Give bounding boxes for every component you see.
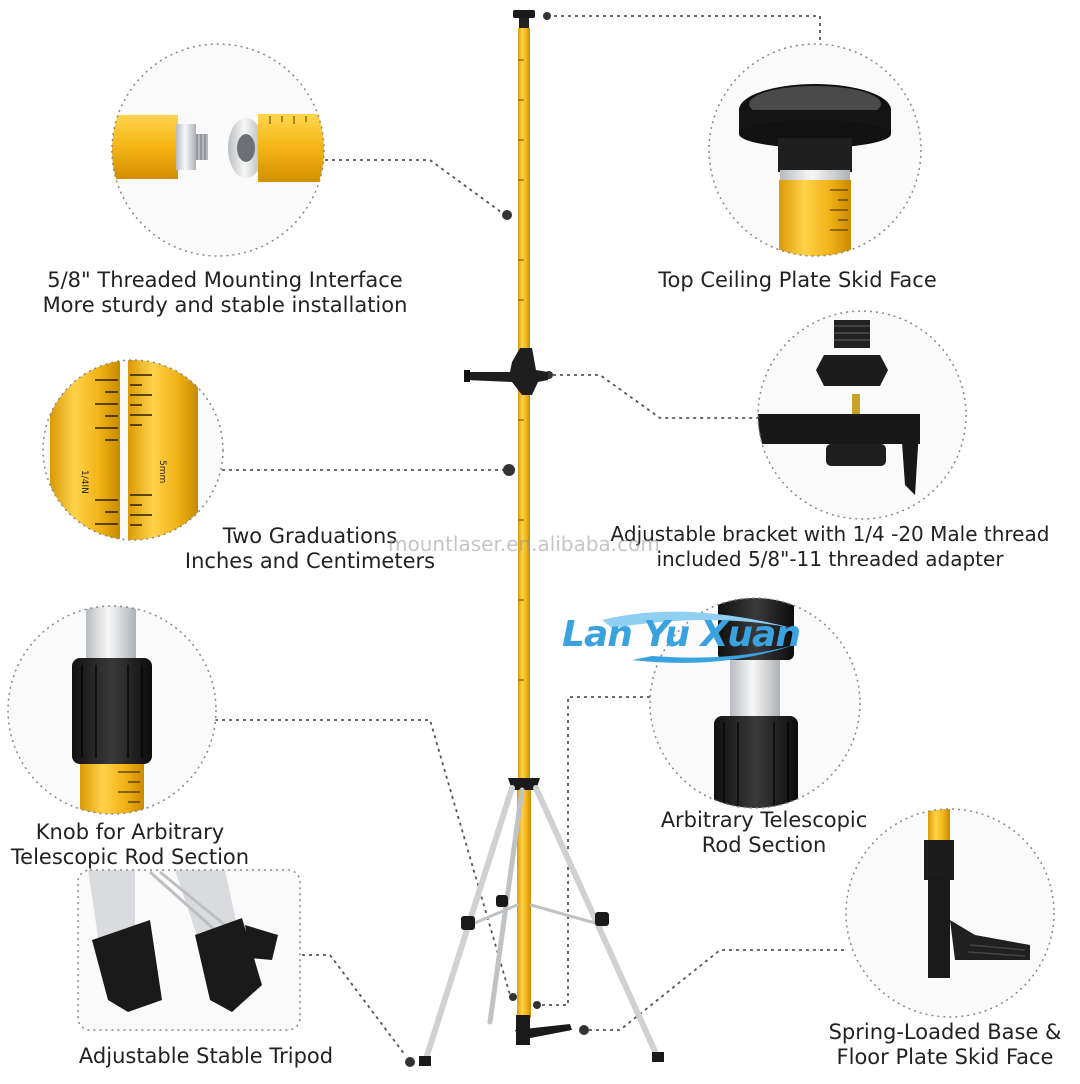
telescopic-caption: Arbitrary Telescopic Rod Section xyxy=(650,808,878,858)
caption-line: Adjustable Stable Tripod xyxy=(78,1044,334,1068)
caption-line: Two Graduations xyxy=(222,524,398,548)
caption-line: included 5/8"-11 threaded adapter xyxy=(656,547,1004,571)
connector-lines xyxy=(215,15,845,1056)
base-caption: Spring-Loaded Base & Floor Plate Skid Fa… xyxy=(820,1020,1070,1070)
bracket-caption: Adjustable bracket with 1/4 -20 Male thr… xyxy=(600,522,1060,572)
caption-line: Knob for Arbitrary xyxy=(35,820,225,844)
graduations-caption: Two Graduations Inches and Centimeters xyxy=(180,524,440,574)
bracket-photo xyxy=(758,311,966,519)
ceiling-plate-caption: Top Ceiling Plate Skid Face xyxy=(650,268,945,293)
thread-interface-photo xyxy=(112,44,324,256)
watermark-text: mountlaser.en.alibaba.com xyxy=(388,532,660,556)
caption-line: Rod Section xyxy=(701,833,827,857)
tripod xyxy=(419,778,664,1066)
caption-line: Telescopic Rod Section xyxy=(10,845,250,869)
caption-line: Spring-Loaded Base & xyxy=(828,1020,1062,1044)
thread-interface-caption: 5/8" Threaded Mounting Interface More st… xyxy=(40,268,410,318)
caption-line: Inches and Centimeters xyxy=(184,549,436,573)
caption-line: 5/8" Threaded Mounting Interface xyxy=(47,268,403,292)
graduations-photo xyxy=(43,360,223,540)
caption-line: Floor Plate Skid Face xyxy=(836,1045,1054,1069)
caption-line: Arbitrary Telescopic xyxy=(660,808,868,832)
inch-scale-label: 1/4IN xyxy=(79,470,89,494)
ceiling-plate-photo xyxy=(709,44,921,256)
connector-dots xyxy=(405,12,589,1067)
knob-caption: Knob for Arbitrary Telescopic Rod Sectio… xyxy=(0,820,260,870)
caption-line: More sturdy and stable installation xyxy=(42,293,408,317)
telescopic-photo xyxy=(650,598,860,808)
mm-scale-label: 5mm xyxy=(157,460,167,483)
telescopic-pole xyxy=(464,10,572,1045)
caption-line: Top Ceiling Plate Skid Face xyxy=(658,268,937,292)
tripod-caption: Adjustable Stable Tripod xyxy=(70,1044,342,1069)
base-photo xyxy=(846,809,1054,1017)
caption-line: Adjustable bracket with 1/4 -20 Male thr… xyxy=(610,522,1050,546)
brand-swoosh-icon xyxy=(602,611,794,663)
tripod-feet-photo xyxy=(78,870,300,1030)
knob-photo xyxy=(8,606,216,814)
brand-logo: Lan Yu Xuan xyxy=(562,600,802,670)
brand-logo-text: Lan Yu Xuan xyxy=(562,614,801,655)
